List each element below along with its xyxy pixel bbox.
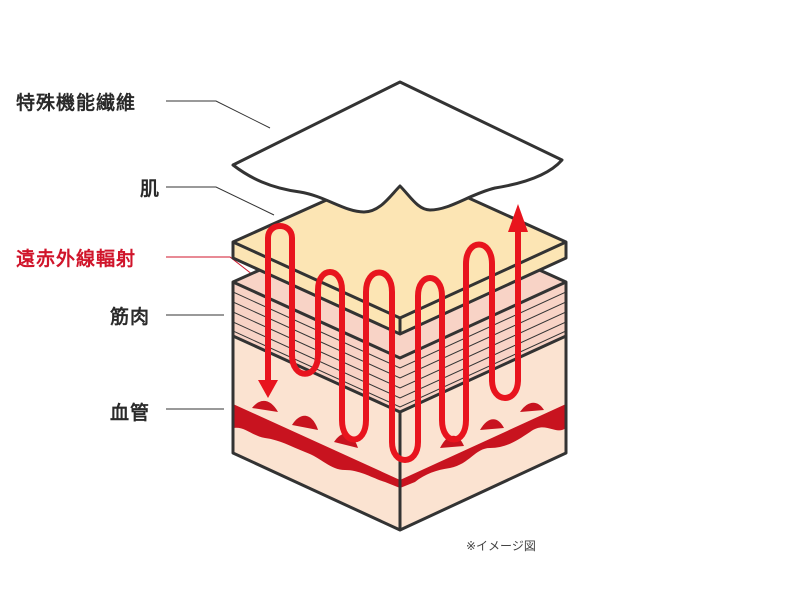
arrow-up-icon — [508, 204, 528, 232]
arrow-down-icon — [258, 380, 278, 398]
label-skin: 肌 — [140, 178, 161, 200]
leader-line-skin — [166, 186, 275, 216]
label-muscle: 筋肉 — [110, 306, 151, 328]
image-note: ※イメージ図 — [466, 539, 536, 553]
fiber-sheet — [231, 80, 564, 214]
label-far-infrared-radiation: 遠赤外線輻射 — [16, 248, 137, 270]
leader-line-fiber — [166, 100, 271, 129]
label-special-fiber: 特殊機能繊維 — [16, 92, 137, 114]
far-infrared-radiation-path — [258, 204, 528, 463]
label-blood-vessel: 血管 — [110, 402, 151, 424]
